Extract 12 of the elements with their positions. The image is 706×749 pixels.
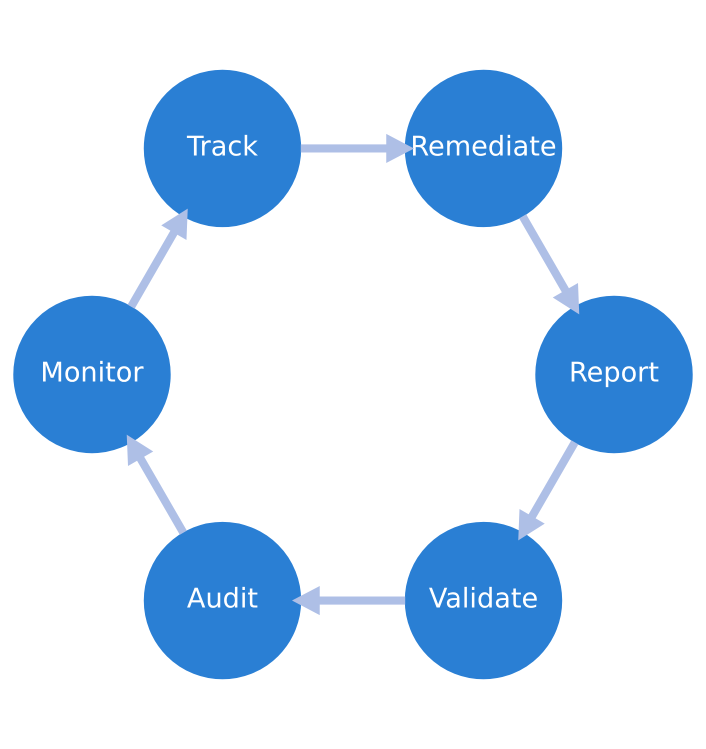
arrow — [292, 586, 406, 616]
arrow — [518, 440, 578, 540]
node-circle: Track — [144, 70, 302, 228]
node-circle: Remediate — [404, 70, 562, 228]
arrow — [126, 434, 187, 535]
node-circle: Report — [535, 296, 693, 454]
node-circle: Monitor — [13, 296, 171, 454]
arrow — [519, 214, 580, 314]
arrow — [300, 134, 414, 164]
arrow — [128, 208, 188, 309]
node-circle: Audit — [144, 522, 302, 680]
node-circle: Validate — [404, 522, 562, 680]
